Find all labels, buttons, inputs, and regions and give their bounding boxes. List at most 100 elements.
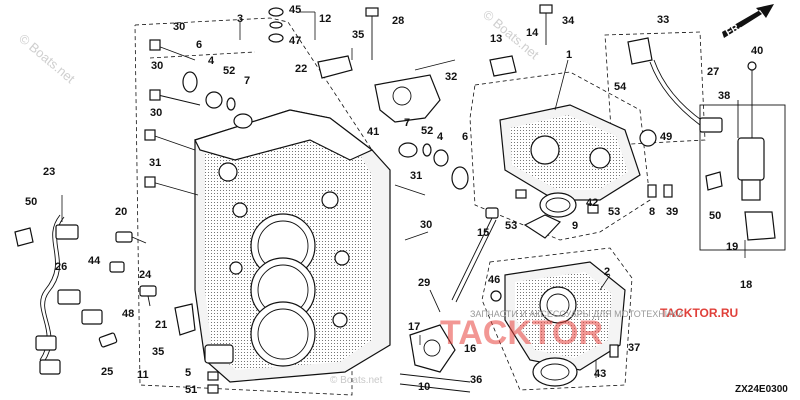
callout-c4a: 4 xyxy=(208,55,215,67)
callout-c30b: 30 xyxy=(151,60,163,72)
washer-stack-45-47 xyxy=(268,7,284,43)
washer-5 xyxy=(207,371,219,381)
oil-pump-housing xyxy=(499,104,641,201)
bracket-21 xyxy=(174,303,196,336)
cylinder-bore-3 xyxy=(250,301,316,367)
callout-c1: 1 xyxy=(566,49,572,61)
callout-c46: 46 xyxy=(488,274,500,286)
callout-c40: 40 xyxy=(751,45,763,57)
block-studs-left xyxy=(144,39,201,196)
callout-c35b: 35 xyxy=(152,346,164,358)
callout-c35a: 35 xyxy=(352,29,364,41)
solenoid-assembly xyxy=(737,61,776,241)
gasket-9 xyxy=(523,214,562,239)
callout-c13: 13 xyxy=(490,33,502,45)
callout-c30a: 30 xyxy=(173,21,185,33)
callout-c22: 22 xyxy=(295,63,307,75)
pin-8 xyxy=(647,184,657,198)
seal-stack-right xyxy=(398,142,469,190)
diagram-code: ZX24E0300 xyxy=(735,384,788,395)
callout-c26: 26 xyxy=(55,261,67,273)
bolt-34 xyxy=(539,4,553,45)
sensor-44 xyxy=(109,261,125,273)
callout-c52a: 52 xyxy=(223,65,235,77)
bolt-29 xyxy=(429,289,441,313)
callout-c16: 16 xyxy=(464,343,476,355)
bolts-10 xyxy=(399,373,471,393)
callout-c11: 11 xyxy=(137,369,149,381)
callout-c48: 48 xyxy=(122,308,134,320)
bracket-13 xyxy=(489,55,517,77)
leader-lines xyxy=(61,11,746,378)
callout-c37: 37 xyxy=(628,342,640,354)
front-direction-marker: FR. xyxy=(722,4,774,39)
knock-sensor-assembly xyxy=(627,37,723,133)
callout-c29: 29 xyxy=(418,277,430,289)
callout-c19: 19 xyxy=(726,241,738,253)
sensor-20 xyxy=(115,231,147,244)
callout-c20: 20 xyxy=(115,206,127,218)
bracket-upper xyxy=(374,74,441,123)
solenoid-subassembly-box xyxy=(699,104,786,251)
callout-c7a: 7 xyxy=(244,75,250,87)
callout-c44: 44 xyxy=(88,255,101,267)
callout-c51: 51 xyxy=(185,384,197,396)
oil-pump-assembly-outline xyxy=(469,71,651,241)
callout-c23: 23 xyxy=(43,166,55,178)
bolt-28 xyxy=(365,7,379,60)
callout-c5: 5 xyxy=(185,367,191,379)
harness-clip-left xyxy=(14,227,34,247)
callout-c28: 28 xyxy=(392,15,404,27)
callout-c17: 17 xyxy=(408,321,420,333)
callout-c38: 38 xyxy=(718,90,730,102)
bolt-37 xyxy=(609,344,619,358)
callout-c18: 18 xyxy=(740,279,752,291)
callout-c12: 12 xyxy=(319,13,331,25)
brand-url: TACKTOR.RU xyxy=(660,306,738,320)
dowel-53b xyxy=(587,204,599,214)
callout-c31b: 31 xyxy=(410,170,422,182)
callout-c45: 45 xyxy=(289,4,301,16)
oil-pump-cover xyxy=(504,261,626,371)
callout-c42: 42 xyxy=(586,197,598,209)
o-ring-49 xyxy=(639,129,657,147)
callout-c6a: 6 xyxy=(196,39,202,51)
callout-c27: 27 xyxy=(707,66,719,78)
oil-seal-43 xyxy=(532,357,578,387)
callout-c43: 43 xyxy=(594,368,606,380)
callout-c50b: 50 xyxy=(709,210,721,222)
callout-c2: 2 xyxy=(604,266,610,278)
bolt-30-right xyxy=(404,231,429,241)
callout-c47: 47 xyxy=(289,35,301,47)
callout-c32: 32 xyxy=(445,71,457,83)
callout-c6b: 6 xyxy=(462,131,468,143)
callout-c15: 15 xyxy=(477,227,489,239)
callout-c9: 9 xyxy=(572,220,578,232)
bracket-22 xyxy=(317,55,353,79)
callout-c54: 54 xyxy=(614,81,627,93)
callout-c25: 25 xyxy=(101,366,113,378)
callout-c31a: 31 xyxy=(149,157,161,169)
callout-c41: 41 xyxy=(367,126,379,138)
pin-39 xyxy=(663,184,673,198)
callout-c39: 39 xyxy=(666,206,678,218)
cylinder-block xyxy=(194,109,391,383)
dipstick xyxy=(451,207,499,303)
brand-logo-text: TACKTOR xyxy=(440,314,603,352)
thermostat-cover xyxy=(409,324,456,373)
callout-c30d: 30 xyxy=(420,219,432,231)
callout-c24: 24 xyxy=(139,269,152,281)
sensor-subassembly-outline xyxy=(604,31,706,146)
oil-pump-cover-outline xyxy=(481,247,633,391)
callout-c4b: 4 xyxy=(437,131,444,143)
callout-c36: 36 xyxy=(470,374,482,386)
seal-stack-upper xyxy=(182,71,253,129)
callout-c8: 8 xyxy=(649,206,655,218)
callout-c50a: 50 xyxy=(25,196,37,208)
callout-c33: 33 xyxy=(657,14,669,26)
cylinder-block-assembly-outline xyxy=(134,17,373,396)
callout-c7b: 7 xyxy=(404,117,410,129)
dowel-53 xyxy=(515,189,527,199)
